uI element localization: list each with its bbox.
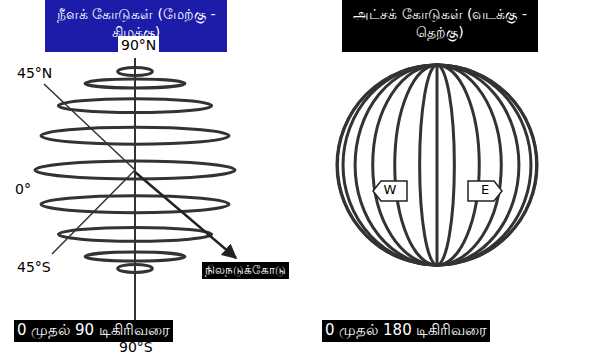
direction-arrow: E bbox=[467, 180, 503, 202]
pole-label: 90°N bbox=[118, 36, 159, 54]
angle-line bbox=[44, 84, 135, 170]
node-text: W bbox=[380, 182, 400, 199]
leader-line bbox=[135, 172, 236, 258]
longitude-line bbox=[420, 65, 455, 265]
range-caption: 0 முதல் 180 டிகிரிவரை bbox=[322, 320, 490, 342]
longitude-line bbox=[355, 65, 519, 265]
longitude-line bbox=[436, 65, 439, 265]
range-caption: 0 முதல் 90 டிகிரிவரை bbox=[14, 320, 173, 342]
longitude-globe bbox=[337, 65, 537, 265]
axis-line bbox=[134, 58, 136, 334]
node-text: அட்சக் கோடுகள் (வடக்கு - தெற்கு) bbox=[348, 5, 532, 41]
direction-arrow: W bbox=[372, 180, 408, 202]
angle-line bbox=[52, 170, 135, 254]
longitude-line bbox=[373, 65, 502, 265]
globe-outline bbox=[337, 65, 537, 265]
latitude-label: 0° bbox=[12, 180, 34, 198]
longitude-line bbox=[343, 65, 531, 265]
longitude-line bbox=[395, 65, 480, 265]
latitude-label: 45°S bbox=[14, 258, 54, 276]
latitude-label: 45°N bbox=[14, 64, 55, 82]
latitude-globe bbox=[35, 58, 235, 334]
title-box: அட்சக் கோடுகள் (வடக்கு - தெற்கு) bbox=[342, 0, 538, 52]
node-text: E bbox=[475, 182, 495, 199]
equator-label: நிலநடுக்கோடு bbox=[202, 262, 289, 279]
longitude-line bbox=[337, 65, 536, 265]
